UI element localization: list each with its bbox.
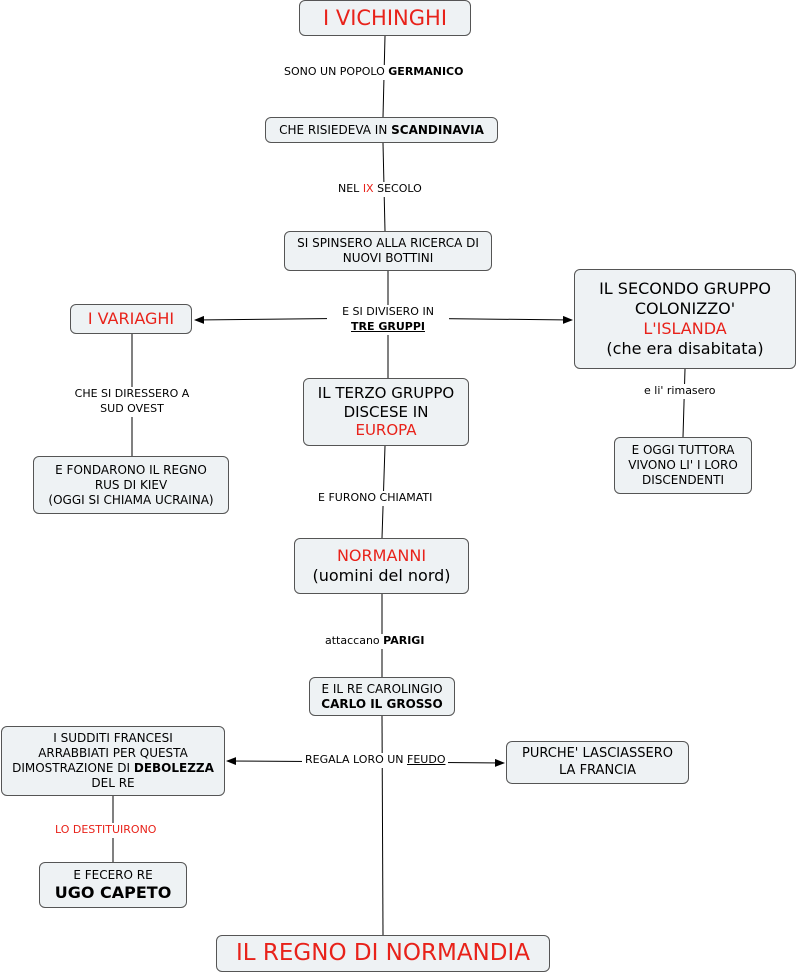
- node-vichinghi-text: I VICHINGHI: [322, 5, 448, 30]
- label-feudo: REGALA LORO UN FEUDO: [302, 753, 449, 768]
- secolo-pre: NEL: [338, 182, 363, 195]
- label-secolo: NEL IX SECOLO: [335, 182, 425, 197]
- capeto-line-2: UGO CAPETO: [54, 882, 172, 902]
- node-scandinavia: CHE RISIEDEVA IN SCANDINAVIA: [265, 117, 498, 143]
- node-terzo: IL TERZO GRUPPO DISCESE IN EUROPA: [303, 378, 469, 446]
- secondo-line-4: (che era disabitata): [606, 339, 764, 358]
- discendenti-line-3: DISCENDENTI: [641, 473, 724, 487]
- line-carlo-normandia: [381, 715, 384, 936]
- line-secondo-discendenti: [682, 368, 686, 438]
- rimasero-text: e li' rimasero: [644, 384, 716, 397]
- sudditi-line-2: ARRABBIATI PER QUESTA: [38, 746, 188, 760]
- discendenti-line-1: E OGGI TUTTORA: [631, 443, 735, 457]
- normanni-line-1: NORMANNI: [336, 546, 427, 565]
- sudditi-line-3-pre: DIMOSTRAZIONE DI: [12, 761, 134, 775]
- secolo-red: IX: [362, 182, 374, 195]
- node-sudditi: I SUDDITI FRANCESI ARRABBIATI PER QUESTA…: [1, 726, 225, 796]
- secondo-line-3: L'ISLANDA: [643, 319, 727, 338]
- chiamati-text: E FURONO CHIAMATI: [318, 491, 433, 504]
- node-kiev: E FONDARONO IL REGNO RUS DI KIEV (OGGI S…: [33, 456, 229, 514]
- label-rimasero: e li' rimasero: [641, 384, 719, 399]
- bottini-line-1: SI SPINSERO ALLA RICERCA DI: [297, 236, 479, 250]
- label-parigi: attaccano PARIGI: [322, 634, 428, 649]
- kiev-line-3: (OGGI SI CHIAMA UCRAINA): [48, 492, 214, 507]
- carlo-line-2: CARLO IL GROSSO: [321, 696, 443, 711]
- feudo-pre: REGALA LORO UN: [305, 753, 408, 766]
- kiev-line-2: RUS DI KIEV: [94, 477, 168, 492]
- feudo-underline: FEUDO: [407, 753, 446, 766]
- normanni-line-2: (uomini del nord): [312, 566, 451, 585]
- sudovest-line-1: CHE SI DIRESSERO A: [74, 387, 190, 400]
- germanico-pre: SONO UN POPOLO: [284, 65, 389, 78]
- node-variaghi: I VARIAGHI: [70, 304, 192, 334]
- parigi-pre: attaccano: [325, 634, 384, 647]
- divisero-line-1: E SI DIVISERO IN: [342, 305, 434, 318]
- sudovest-line-2: SUD OVEST: [100, 401, 164, 415]
- kiev-line-1: E FONDARONO IL REGNO: [55, 462, 207, 477]
- scandinavia-pre: CHE RISIEDEVA IN: [279, 122, 392, 137]
- variaghi-text: I VARIAGHI: [87, 309, 175, 328]
- normandia-text: IL REGNO DI NORMANDIA: [236, 940, 530, 967]
- terzo-line-3: EUROPA: [355, 421, 417, 440]
- parigi-bold: PARIGI: [383, 634, 425, 647]
- node-carlo: E IL RE CAROLINGIO CARLO IL GROSSO: [309, 677, 455, 716]
- discendenti-line-2: VIVONO LI' I LORO: [628, 458, 738, 472]
- scandinavia-bold: SCANDINAVIA: [391, 122, 484, 137]
- bottini-line-2: NUOVI BOTTINI: [342, 251, 434, 265]
- lasciassero-line-2: LA FRANCIA: [559, 762, 636, 778]
- destituirono-text: LO DESTITUIRONO: [55, 823, 157, 836]
- label-germanico: SONO UN POPOLO GERMANICO: [281, 65, 467, 80]
- node-lasciassero: PURCHE' LASCIASSERO LA FRANCIA: [506, 741, 689, 784]
- node-capeto: E FECERO RE UGO CAPETO: [39, 862, 187, 908]
- lasciassero-line-1: PURCHE' LASCIASSERO: [522, 746, 673, 762]
- secondo-line-2: COLONIZZO': [634, 299, 736, 318]
- label-divisero: E SI DIVISERO IN TRE GRUPPI: [327, 305, 449, 335]
- label-sudovest: CHE SI DIRESSERO A SUD OVEST: [62, 387, 202, 417]
- node-vichinghi: I VICHINGHI: [299, 0, 471, 36]
- label-destituirono: LO DESTITUIRONO: [52, 823, 160, 838]
- divisero-line-2: TRE GRUPPI: [351, 319, 425, 333]
- secolo-post: SECOLO: [373, 182, 422, 195]
- node-discendenti: E OGGI TUTTORA VIVONO LI' I LORO DISCEND…: [614, 437, 752, 494]
- node-bottini: SI SPINSERO ALLA RICERCA DI NUOVI BOTTIN…: [284, 231, 492, 271]
- germanico-bold: GERMANICO: [388, 65, 464, 78]
- sudditi-line-3-bold: DEBOLEZZA: [133, 761, 214, 775]
- node-normandia: IL REGNO DI NORMANDIA: [216, 935, 550, 972]
- sudditi-line-4: DEL RE: [91, 776, 135, 790]
- carlo-line-1: E IL RE CAROLINGIO: [321, 681, 443, 696]
- capeto-line-1: E FECERO RE: [73, 867, 153, 882]
- label-chiamati: E FURONO CHIAMATI: [315, 491, 436, 506]
- terzo-line-2: DISCESE IN: [343, 402, 429, 421]
- secondo-line-1: IL SECONDO GRUPPO: [599, 279, 771, 298]
- node-normanni: NORMANNI (uomini del nord): [294, 538, 469, 594]
- terzo-line-1: IL TERZO GRUPPO: [317, 383, 455, 402]
- node-secondo: IL SECONDO GRUPPO COLONIZZO' L'ISLANDA (…: [574, 269, 796, 369]
- sudditi-line-1: I SUDDITI FRANCESI: [53, 731, 173, 745]
